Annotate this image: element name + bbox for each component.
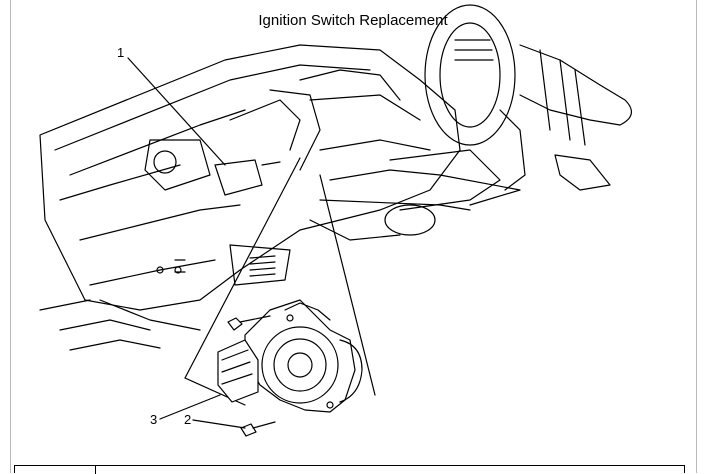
callout-1: 1 [117,45,125,60]
legend-table-edge [14,465,685,474]
callout-leaders [127,57,246,429]
steering-column-housing [39,44,461,351]
ignition-switch [217,299,363,413]
figure-title: Ignition Switch Replacement [258,12,448,29]
column-top-assembly [309,4,632,241]
callout-2: 2 [184,412,192,427]
screw-lower [240,421,276,437]
figure-frame [10,0,697,473]
screw-upper [227,315,271,331]
callout-3: 3 [150,412,158,427]
legend-table-divider [95,466,96,474]
